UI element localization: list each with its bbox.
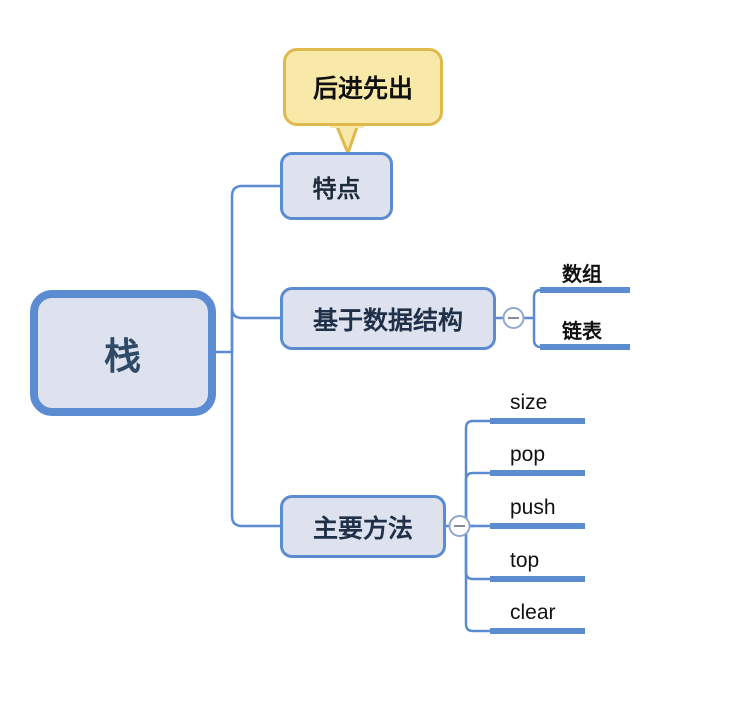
leaf-node-push[interactable]: push: [510, 496, 556, 519]
leaf-bar-size: [490, 418, 585, 424]
branch-line-zhuyao: [230, 352, 280, 528]
leaf-bar-shuzu: [540, 287, 630, 293]
leaf-bar-pop: [490, 470, 585, 476]
leaf-node-top[interactable]: top: [510, 549, 540, 572]
branch-line-jiyu: [230, 307, 282, 354]
branch-line-tedian: [230, 184, 280, 352]
branch-node-zhuyaofangfa[interactable]: 主要方法: [280, 495, 446, 558]
collapse-toggle-zhuyao[interactable]: [448, 515, 471, 537]
root-connectors: [216, 184, 282, 528]
zhuyao-leaf-bars: [490, 418, 585, 634]
jiyu-leaf-bars: [540, 287, 630, 350]
zhuyao-leaf-line-size: [464, 419, 490, 526]
leaf-bar-top: [490, 576, 585, 582]
callout-tail: [334, 122, 360, 155]
collapse-toggle-jiyu[interactable]: [502, 307, 525, 329]
zhuyao-leaf-line-clear: [464, 526, 490, 633]
leaf-bar-lianbiao: [540, 344, 630, 350]
callout-note[interactable]: 后进先出: [283, 48, 443, 126]
leaf-bar-push: [490, 523, 585, 529]
root-node[interactable]: 栈: [30, 290, 216, 416]
leaf-node-pop[interactable]: pop: [510, 443, 546, 466]
branch-node-tedian[interactable]: 特点: [280, 152, 393, 220]
leaf-bar-clear: [490, 628, 585, 634]
leaf-node-shuzu[interactable]: 数组: [562, 264, 602, 286]
leaf-node-lianbiao[interactable]: 链表: [562, 321, 602, 343]
jiyu-leaf-line-1: [532, 288, 542, 318]
leaf-node-size[interactable]: size: [510, 391, 548, 414]
leaf-node-clear[interactable]: clear: [510, 601, 556, 624]
jiyu-leaf-line-2: [532, 318, 542, 349]
branch-node-jiyu-shujujiegou[interactable]: 基于数据结构: [280, 287, 496, 350]
zhuyao-leaf-line-top: [464, 526, 490, 581]
zhuyao-leaf-line-pop: [464, 471, 490, 526]
